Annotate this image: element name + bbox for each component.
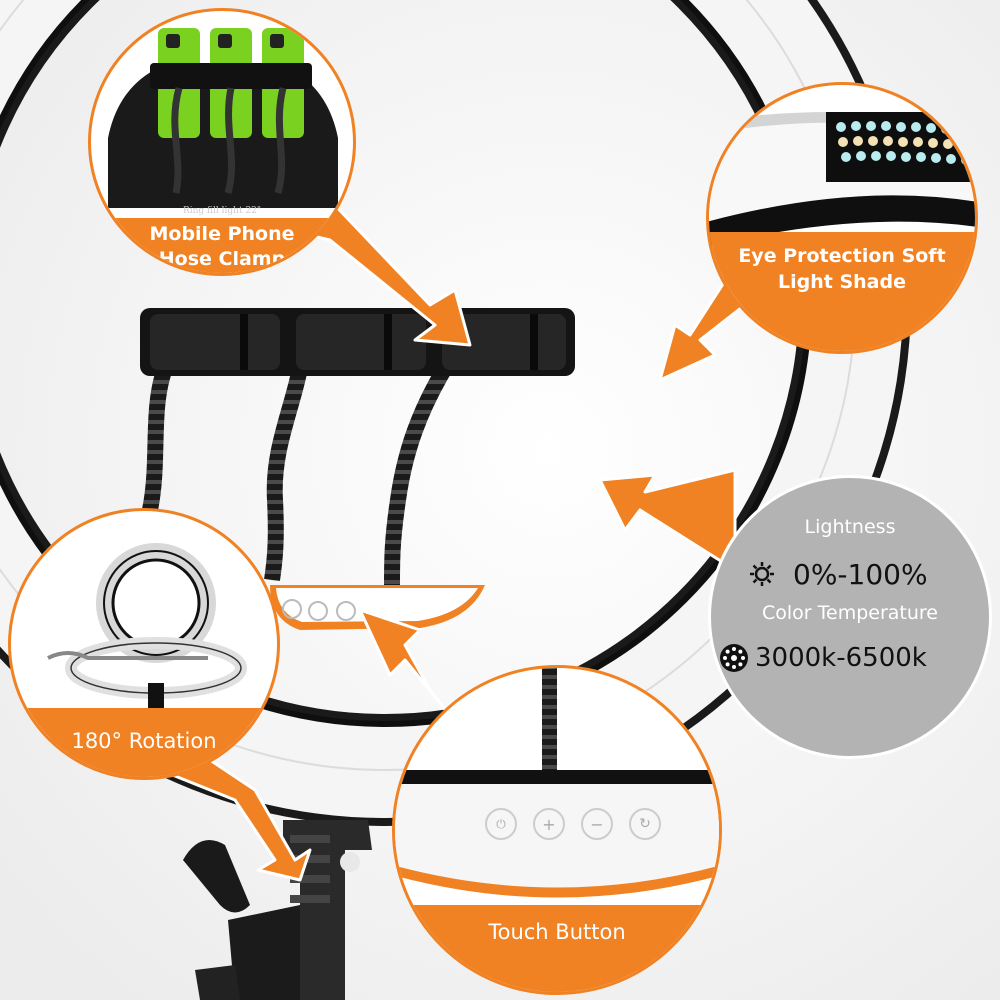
phone-clamp-bar: [140, 308, 575, 376]
dots-circle-icon: [720, 644, 748, 672]
callout-touch: ⏻ + − ↻ Touch Button: [392, 665, 722, 995]
plus-icon: +: [542, 814, 556, 834]
color-temp-label: Color Temperature: [761, 602, 938, 624]
callout-rotation: 180° Rotation: [8, 508, 280, 780]
phone-clamp-label-1: Mobile Phone: [149, 223, 295, 245]
touch-button-row: ⏻ + − ↻: [485, 808, 665, 842]
rotation-closeup: [11, 543, 277, 777]
soft-light-closeup: [709, 112, 975, 351]
minus-icon: −: [590, 814, 604, 834]
lightness-label: Lightness: [804, 516, 896, 538]
minus-button[interactable]: −: [581, 808, 613, 840]
gooseneck-arm-middle: [264, 366, 308, 582]
product-name-text: Ring fill light 22": [183, 206, 261, 216]
callout-specs: Lightness 0%-100% Color Temperature: [708, 475, 992, 759]
touch-label: Touch Button: [488, 920, 626, 944]
rotation-label: 180° Rotation: [71, 729, 217, 753]
gooseneck-arm-right: [384, 363, 452, 586]
plus-button[interactable]: +: [533, 808, 565, 840]
lightness-value: 0%-100%: [793, 557, 928, 591]
cycle-icon: ↻: [639, 816, 651, 832]
phone-clamp-label-2: Hose Clamp: [158, 248, 286, 270]
soft-light-label-2: Light Shade: [778, 271, 906, 293]
lightness-row: 0%-100%: [749, 556, 969, 592]
color-temp-row: 3000k-6500k: [719, 640, 979, 676]
callout-phone-clamp: Ring fill light 22" Mobile Phone Hose Cl…: [88, 8, 356, 276]
power-button[interactable]: ⏻: [485, 808, 517, 840]
color-temp-value: 3000k-6500k: [755, 643, 927, 673]
soft-light-label-1: Eye Protection Soft: [738, 245, 946, 267]
callout-soft-light: Eye Protection Soft Light Shade: [706, 82, 978, 354]
sun-icon: [750, 562, 774, 586]
phone-clamp-closeup: Ring fill light 22": [91, 28, 353, 273]
cycle-button[interactable]: ↻: [629, 808, 661, 840]
power-icon: ⏻: [496, 816, 506, 831]
